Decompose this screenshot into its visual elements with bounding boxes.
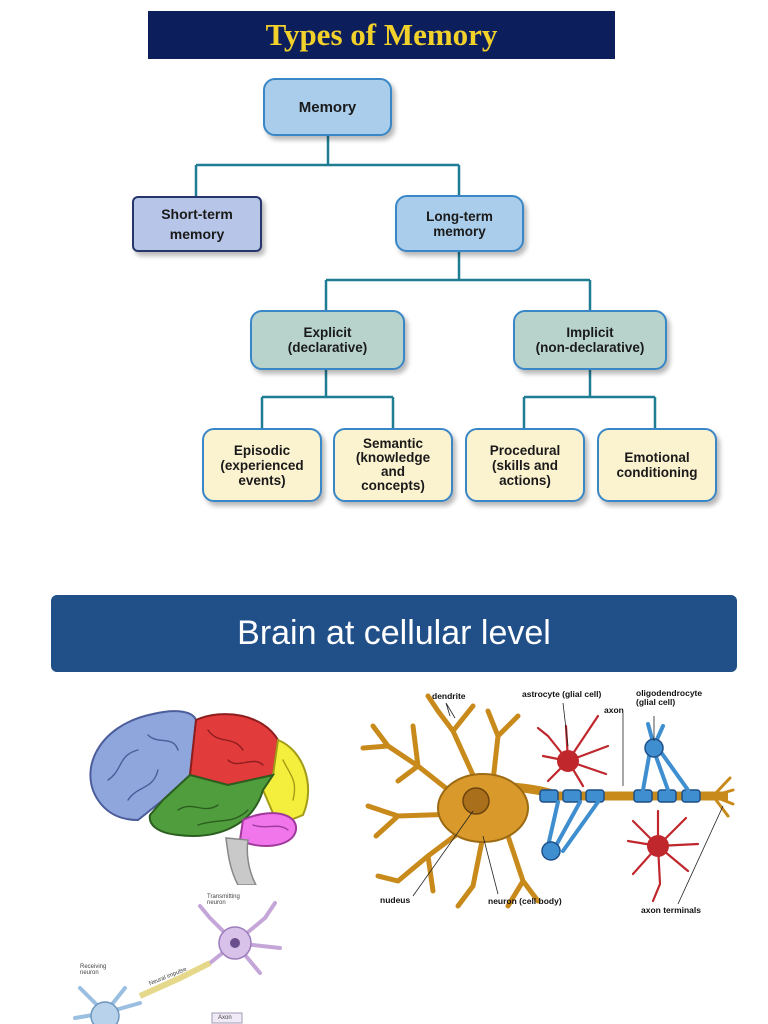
parietal-lobe	[188, 713, 280, 787]
connector-memory	[194, 136, 461, 196]
receiving-neuron	[73, 986, 142, 1020]
astrocyte-lower	[626, 809, 700, 903]
label-pointers	[412, 702, 724, 905]
node-explicit: Explicit(declarative)	[250, 310, 405, 370]
oligodendrocyte-upper	[641, 722, 690, 792]
title-banner: Types of Memory	[148, 11, 615, 59]
label-nucleus: nudeus	[380, 895, 411, 905]
oligodendrocyte-lower	[546, 800, 600, 853]
connector-explicit	[260, 370, 395, 428]
label-oligodendrocyte: oligodendrocyte(glial cell)	[636, 688, 703, 707]
brain-stem	[225, 837, 257, 885]
page-title: Types of Memory	[265, 17, 498, 52]
section-title: Brain at cellular level	[237, 614, 551, 652]
myelin-sheaths	[539, 789, 701, 803]
axon-box	[211, 1012, 243, 1024]
section-banner: Brain at cellular level	[51, 595, 737, 672]
label-synapse-axon: Axon	[218, 1015, 232, 1021]
label-astrocyte: astrocyte (glial cell)	[522, 689, 602, 699]
label-cell-body: neuron (cell body)	[488, 896, 562, 906]
connector-long-term	[324, 252, 592, 310]
axon-terminals	[711, 776, 735, 818]
astrocyte-upper	[536, 714, 610, 788]
cerebellum	[238, 812, 298, 847]
brain-illustration	[89, 710, 310, 885]
nucleus	[462, 787, 490, 815]
neuron-diagram: dendrite astrocyte (glial cell) axon oli…	[358, 686, 748, 921]
label-dendrite: dendrite	[432, 691, 466, 701]
node-implicit: Implicit(non-declarative)	[513, 310, 667, 370]
dendrites	[360, 693, 541, 909]
label-axon: axon	[604, 705, 624, 715]
impulse-axon	[138, 960, 212, 999]
connector-implicit	[522, 370, 657, 428]
tree-connectors	[194, 136, 657, 428]
label-axon-terminals: axon terminals	[641, 905, 701, 915]
node-memory: Memory	[263, 78, 392, 136]
